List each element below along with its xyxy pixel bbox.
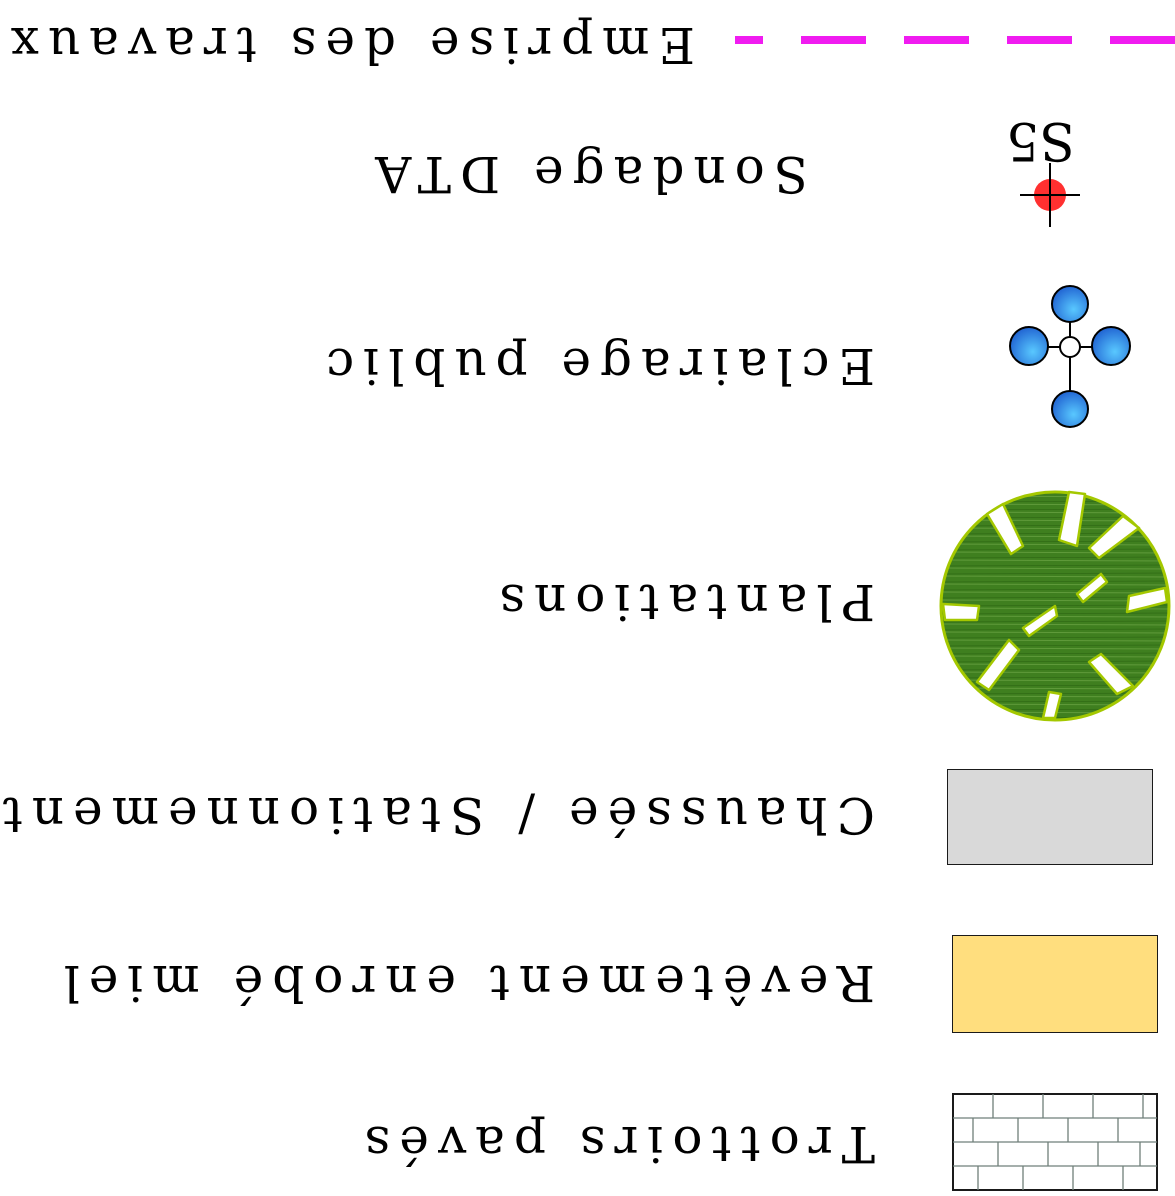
roadway-swatch [947,769,1153,865]
legend-row-plantations: Plantations [0,486,1175,726]
legend-label-chaussee: Chaussée / Stationnement [0,786,875,844]
tree-icon [939,490,1171,722]
legend-row-revetement: Revêtement enrobé miel [0,926,1175,1036]
legend-label-trottoirs: Trottoirs pavés [355,1115,875,1173]
legend-row-eclairage: Eclairage public [0,281,1175,431]
legend-row-trottoirs: Trottoirs pavés [0,1086,1175,1196]
survey-point-tag: S5 [1006,110,1075,170]
legend-label-eclairage: Eclairage public [317,337,875,395]
legend-label-sondage: Sondage DTA [366,145,808,203]
legend-row-emprise: Emprise des travaux [0,0,1175,76]
legend-row-sondage: S5 Sondage DTA [0,106,1175,236]
legend-label-emprise: Emprise des travaux [1,16,695,74]
legend-label-plantations: Plantations [490,573,875,631]
paving-pattern-swatch [952,1093,1158,1191]
honey-asphalt-swatch [952,935,1158,1033]
legend-label-revetement: Revêtement enrobé miel [54,954,875,1012]
streetlight-icon [1009,285,1131,428]
work-boundary-dashed-line [735,36,1175,44]
survey-point-icon [1020,163,1080,227]
legend-row-chaussee: Chaussée / Stationnement [0,761,1175,871]
